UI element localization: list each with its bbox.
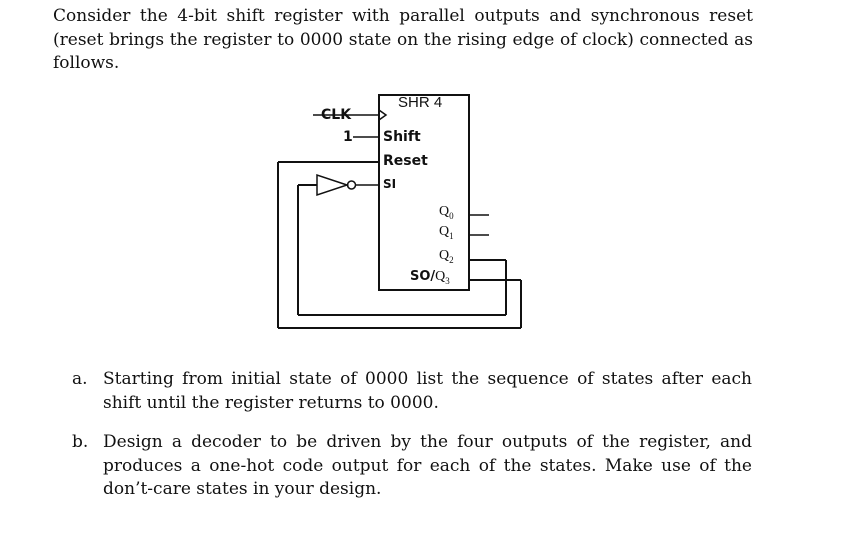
circuit-wiring xyxy=(277,94,522,329)
reset-pin-label: Reset xyxy=(383,153,428,169)
shift-register-block xyxy=(378,94,470,291)
question-a-marker: a. xyxy=(72,369,88,389)
q2-output-label: Q2 xyxy=(439,248,454,265)
shift-constant-label: 1 xyxy=(343,129,353,145)
question-b-marker: b. xyxy=(72,432,89,452)
clk-label: CLK xyxy=(321,107,352,123)
si-pin-label: SI xyxy=(383,177,397,191)
so-q3-output-label: SO/Q3 xyxy=(410,269,450,286)
shift-register-circuit-diagram: SHR 4 CLK 1 Shift Reset SI Q0 Q1 Q2 SO/Q… xyxy=(268,90,528,340)
question-b-text: Design a decoder to be driven by the fou… xyxy=(103,432,752,499)
register-name-label: SHR 4 xyxy=(398,94,443,111)
q0-output-label: Q0 xyxy=(439,204,454,221)
shift-pin-label: Shift xyxy=(383,129,421,145)
problem-intro: Consider the 4-bit shift register with p… xyxy=(53,6,753,73)
question-a-text: Starting from initial state of 0000 list… xyxy=(103,369,752,413)
question-b: b. Design a decoder to be driven by the … xyxy=(72,431,752,502)
q1-output-label: Q1 xyxy=(439,224,454,241)
question-a: a. Starting from initial state of 0000 l… xyxy=(72,368,752,415)
question-list: a. Starting from initial state of 0000 l… xyxy=(72,368,752,518)
